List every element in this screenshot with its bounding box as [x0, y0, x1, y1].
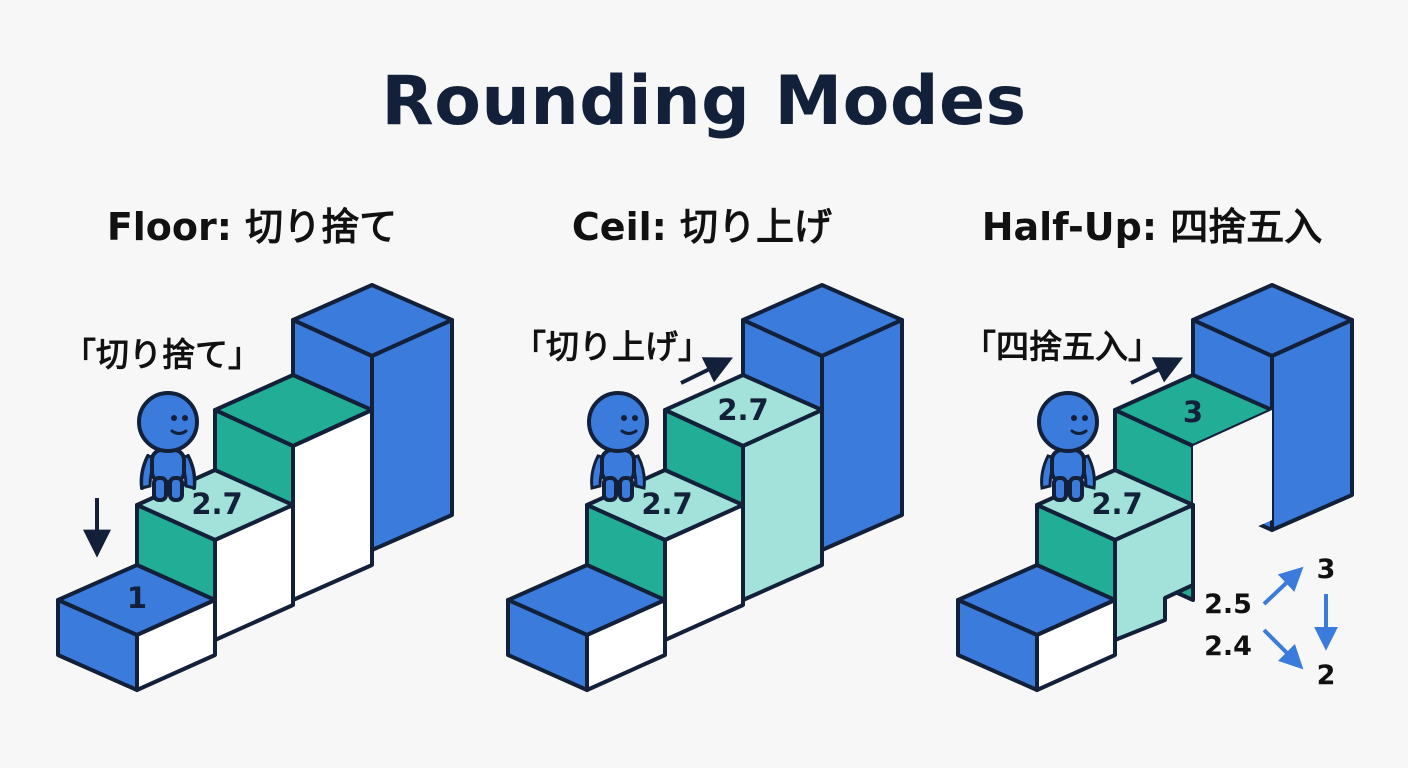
step-1	[56, 563, 217, 692]
panel-half-up: Half-Up: 四捨五入	[956, 205, 1354, 692]
result-value-label: 2.7	[717, 393, 768, 427]
blue-figure-icon	[137, 391, 199, 502]
blue-figure-icon	[587, 391, 649, 502]
step-value-label: 2.7	[1091, 487, 1142, 521]
legend-output-low: 2	[1317, 660, 1336, 691]
panel-heading-floor: Floor: 切り捨て	[107, 205, 397, 249]
page-title: Rounding Modes	[381, 62, 1027, 141]
legend-input-high: 2.5	[1204, 589, 1252, 620]
up-arrow-icon	[1130, 357, 1184, 385]
panel-heading-half-up: Half-Up: 四捨五入	[982, 205, 1323, 249]
up-arrow-icon	[680, 357, 734, 385]
legend-output-high: 3	[1317, 554, 1336, 585]
blue-figure-icon	[1037, 391, 1099, 502]
staircase-floor	[56, 283, 454, 692]
rounding-legend: 2.5 2.4 3 2	[1204, 554, 1338, 691]
quote-label-floor: 「切り捨て」	[63, 335, 261, 374]
panel-heading-ceil: Ceil: 切り上げ	[572, 205, 832, 249]
step-1	[956, 563, 1117, 692]
staircase-half-up	[956, 283, 1354, 692]
panel-ceil: Ceil: 切り上げ	[506, 205, 904, 692]
step-value-label: 2.7	[641, 487, 692, 521]
quote-label-half-up: 「四捨五入」	[963, 327, 1161, 366]
panel-floor: Floor: 切り捨て	[56, 205, 454, 692]
staircase-ceil	[506, 283, 904, 692]
result-value-label: 3	[1183, 395, 1203, 429]
legend-input-low: 2.4	[1204, 631, 1252, 662]
round-down-arrow-icon	[1262, 628, 1304, 670]
result-value-label: 1	[127, 581, 147, 615]
quote-label-ceil: 「切り上げ」	[513, 327, 711, 366]
step-value-label: 2.7	[191, 487, 242, 521]
round-up-arrow-icon	[1262, 566, 1304, 606]
step-1	[506, 563, 667, 692]
